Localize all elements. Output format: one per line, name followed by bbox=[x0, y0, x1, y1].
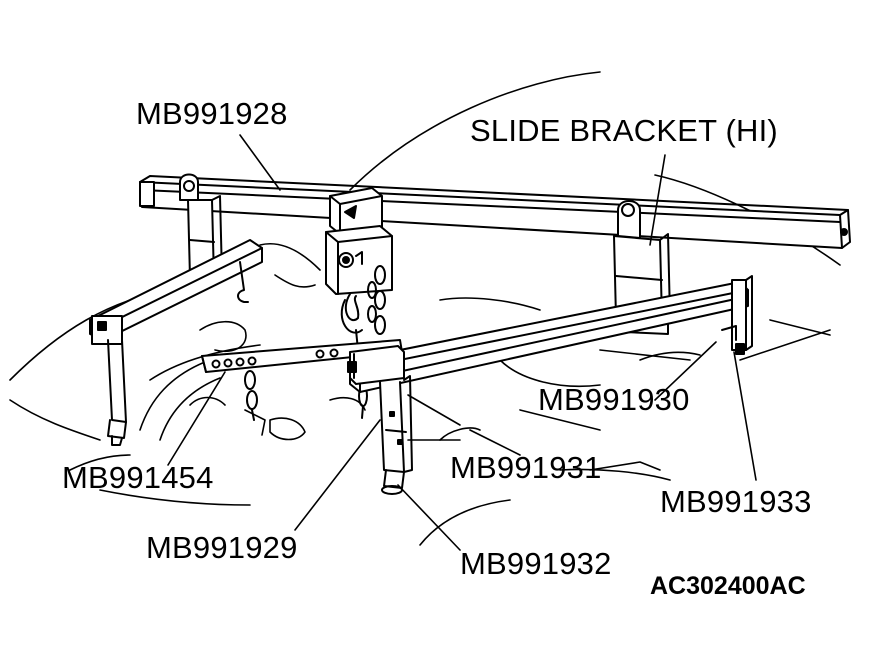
center-leg bbox=[347, 345, 413, 495]
label-left-arm: MB991454 bbox=[62, 460, 214, 495]
vehicle-contour-lines bbox=[9, 71, 841, 546]
label-slide-bracket: SLIDE BRACKET (HI) bbox=[470, 113, 778, 148]
left-lower-arm bbox=[201, 339, 403, 421]
label-leg-center: MB991931 bbox=[450, 450, 602, 485]
diagonal-arm bbox=[349, 275, 753, 393]
label-right-arm: MB991930 bbox=[538, 382, 690, 417]
left-support-assembly bbox=[89, 195, 263, 446]
figure-code: AC302400AC bbox=[650, 572, 806, 600]
label-chain-link: MB991929 bbox=[146, 530, 298, 565]
main-beam bbox=[139, 173, 851, 249]
label-leg-right: MB991933 bbox=[660, 484, 812, 519]
label-beam: MB991928 bbox=[136, 96, 288, 131]
center-hoist-assembly bbox=[325, 187, 393, 419]
leader-lines bbox=[167, 134, 757, 551]
label-foot: MB991932 bbox=[460, 546, 612, 581]
